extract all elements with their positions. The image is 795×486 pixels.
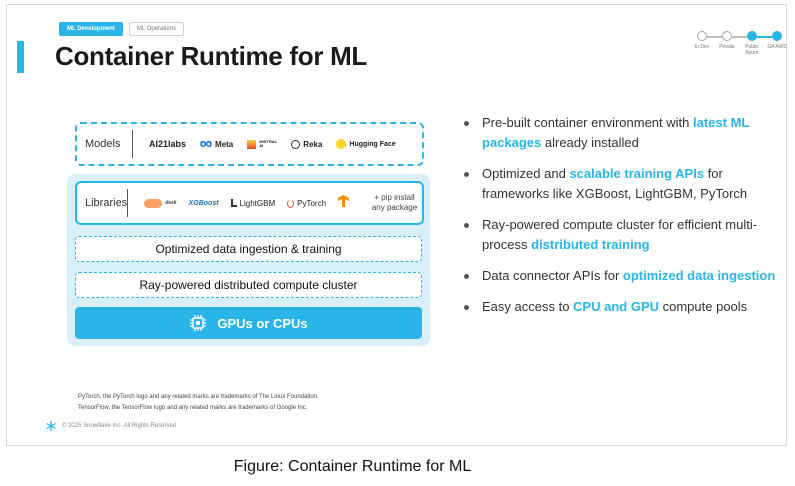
copyright-text: © 2025 Snowflake Inc. All Rights Reserve… xyxy=(62,423,177,429)
reka-logo: Reka xyxy=(291,139,323,149)
tag-ml-operations: ML Operations xyxy=(128,22,185,36)
stepper-label: In Dev xyxy=(694,44,710,50)
category-tags: ML Development ML Operations xyxy=(59,22,185,36)
tensorflow-icon xyxy=(338,194,350,212)
trademark-notes: PyTorch, the PyTorch logo and any relate… xyxy=(78,392,319,414)
bullet-text: Pre-built container environment with xyxy=(482,115,693,130)
libraries-label: Libraries xyxy=(77,189,129,217)
dask-logo-text: dask xyxy=(165,200,177,206)
slide-title: Container Runtime for ML xyxy=(55,41,368,71)
dask-icon xyxy=(144,198,163,208)
meta-logo-text: Meta xyxy=(215,139,234,149)
stepper-line xyxy=(707,36,722,38)
list-item: Pre-built container environment with lat… xyxy=(462,113,777,153)
footnote: TensorFlow, the TensorFlow logo and any … xyxy=(78,405,308,411)
bullet-text: already installed xyxy=(541,135,639,150)
stepper-label: Private xyxy=(719,44,735,50)
hugging-face-logo: Hugging Face xyxy=(336,139,396,149)
mistral-logo: MISTRAL AI xyxy=(247,139,277,149)
lightgbm-logo-text: LightGBM xyxy=(239,198,276,208)
slide-footer: © 2025 Snowflake Inc. All Rights Reserve… xyxy=(46,421,176,431)
list-item: Optimized and scalable training APIs for… xyxy=(462,164,777,204)
list-item: Ray-powered compute cluster for efficien… xyxy=(462,215,777,255)
mistral-logo-text: MISTRAL AI xyxy=(259,139,277,148)
bullet-highlight: latest ML packages xyxy=(482,115,750,150)
bullet-highlight: scalable training APIs xyxy=(569,166,705,181)
bullet-dot xyxy=(464,305,469,310)
stepper-label: GA AWS xyxy=(767,44,787,50)
bullet-dot xyxy=(464,172,469,177)
feature-list: Pre-built container environment with lat… xyxy=(462,113,777,328)
snowflake-icon xyxy=(46,421,56,431)
stepper-dot-public-azure xyxy=(747,31,757,41)
figure-caption: Figure: Container Runtime for ML xyxy=(0,458,795,476)
stepper-line xyxy=(757,36,772,38)
pytorch-logo: PyTorch xyxy=(287,198,327,208)
lightgbm-icon xyxy=(230,199,237,207)
dask-logo: dask xyxy=(144,198,177,208)
bullet-highlight: optimized data ingestion xyxy=(622,268,776,283)
hugging-face-icon xyxy=(336,139,347,149)
model-logos: AI21labs Meta MISTRAL AI Reka Hugging Fa… xyxy=(133,139,396,149)
bullet-dot xyxy=(464,223,469,228)
models-box: Models AI21labs Meta MISTRAL AI Reka Hug… xyxy=(75,122,424,166)
reka-logo-text: Reka xyxy=(303,139,323,149)
bullet-text: Easy access to xyxy=(482,299,574,314)
meta-logo: Meta xyxy=(200,140,233,149)
footnote: PyTorch, the PyTorch logo and any relate… xyxy=(78,394,319,400)
reka-icon xyxy=(291,139,301,149)
pytorch-flame-icon xyxy=(287,198,295,208)
meta-infinity-icon xyxy=(200,141,212,147)
stepper-label: Public Azure xyxy=(745,44,759,56)
hugging-face-logo-text: Hugging Face xyxy=(349,140,396,148)
stepper-line xyxy=(732,36,747,38)
bullet-text: Data connector APIs for xyxy=(482,268,623,283)
title-accent-bar xyxy=(17,41,24,73)
bullet-dot xyxy=(464,121,469,126)
stepper-dot-in-dev xyxy=(697,31,707,41)
mistral-icon xyxy=(247,139,257,149)
bullet-text: Ray-powered compute cluster for efficien… xyxy=(482,217,758,252)
bullet-highlight: distributed training xyxy=(531,237,650,252)
bullet-text: compute pools xyxy=(659,299,748,314)
list-item: Data connector APIs for optimized data i… xyxy=(462,266,777,286)
stepper-dot-private xyxy=(722,31,732,41)
bullet-text: for frameworks like XGBoost, LightGBM, P… xyxy=(482,166,748,201)
xgboost-logo: XGBoost xyxy=(188,199,219,207)
data-ingestion-layer: Optimized data ingestion & training xyxy=(75,236,422,262)
caption-text: Figure: Container Runtime for ML xyxy=(233,458,472,475)
lightgbm-logo: LightGBM xyxy=(230,198,276,208)
compute-label: GPUs or CPUs xyxy=(217,315,308,331)
tag-ml-development: ML Development xyxy=(59,22,123,36)
pip-install-note: + pip install any package xyxy=(371,193,418,212)
library-logos: dask XGBoost LightGBM PyTorch xyxy=(128,194,350,212)
stepper-dot-ga-aws xyxy=(772,31,782,41)
compute-layer: GPUs or CPUs xyxy=(75,307,422,339)
chip-icon xyxy=(190,315,207,331)
bullet-dot xyxy=(464,274,469,279)
bullet-highlight: CPU and GPU xyxy=(573,299,660,314)
pytorch-logo-text: PyTorch xyxy=(297,198,327,208)
list-item: Easy access to CPU and GPU compute pools xyxy=(462,297,777,317)
libraries-box: Libraries dask XGBoost LightGBM PyTorch … xyxy=(75,181,424,225)
ray-cluster-layer: Ray-powered distributed compute cluster xyxy=(75,272,422,298)
bullet-text: Optimized and xyxy=(482,166,570,181)
ai21-logo: AI21labs xyxy=(149,139,187,149)
models-label: Models xyxy=(77,130,133,158)
release-stepper: In Dev Private Public Azure GA AWS xyxy=(695,31,787,67)
